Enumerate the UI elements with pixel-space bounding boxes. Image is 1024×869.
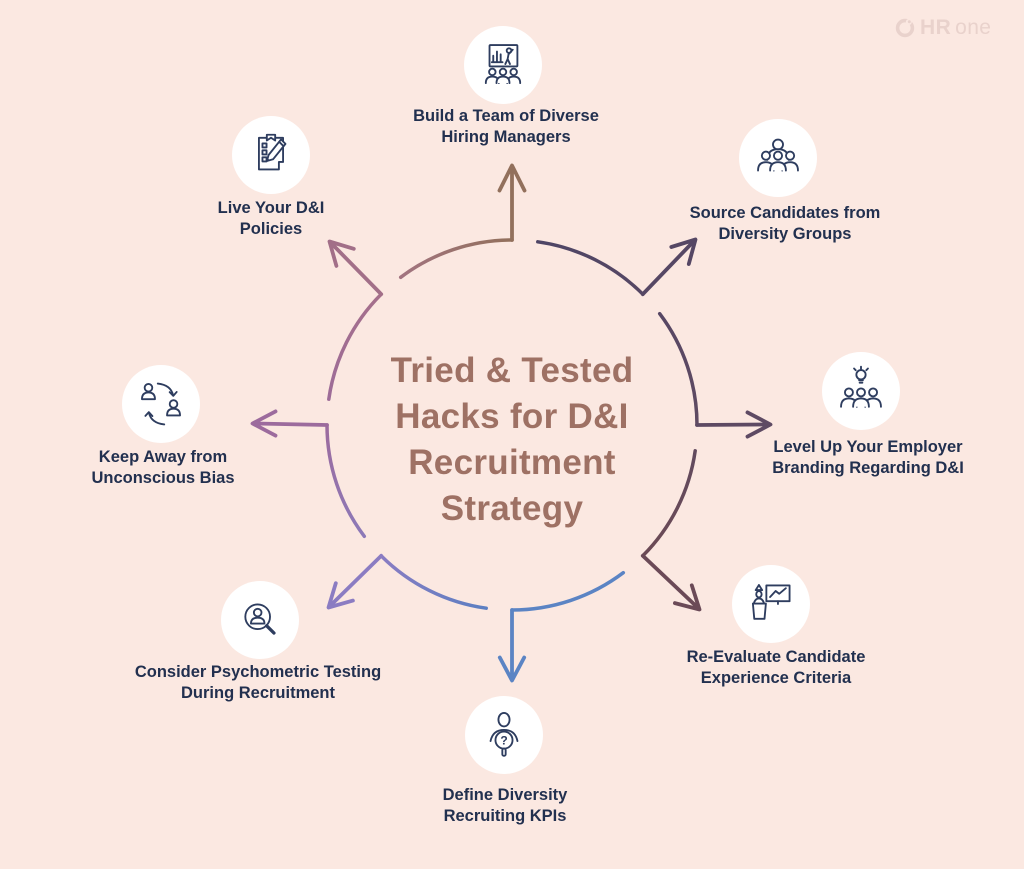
item-label: Consider Psychometric Testing During Rec… — [135, 662, 381, 704]
magnifier-person-icon — [244, 603, 276, 635]
item-label-line: Unconscious Bias — [91, 469, 235, 487]
item-label-line: Experience Criteria — [700, 669, 852, 687]
presentation-team-icon — [484, 44, 522, 85]
item-label-line: Build a Team of Diverse — [413, 107, 599, 125]
ring-arc-n-ne — [536, 240, 645, 296]
title-line: Strategy — [440, 489, 584, 528]
item-icon-bubble — [822, 352, 900, 430]
arrow-south — [497, 608, 527, 683]
item-icon-bubble: ? — [465, 696, 543, 774]
title-line: Recruitment — [408, 443, 616, 482]
item-icon-bubble — [232, 116, 310, 194]
ring-arc-e-se — [641, 449, 697, 558]
item-label-line: Branding Regarding D&I — [772, 459, 964, 477]
item-icon-bubble — [464, 26, 542, 104]
item-label-line: Level Up Your Employer — [773, 438, 963, 456]
item-label: Keep Away from Unconscious Bias — [91, 447, 234, 489]
arrow-northwest — [327, 239, 384, 297]
item-label-line: Consider Psychometric Testing — [134, 663, 382, 681]
people-group-icon — [757, 138, 799, 172]
item-label-line: Define Diversity — [442, 786, 568, 804]
item-label: Source Candidates from Diversity Groups — [690, 203, 881, 245]
hrone-logo-mark-icon — [895, 18, 915, 38]
item-label: Re-Evaluate Candidate Experience Criteri… — [687, 647, 866, 689]
ring-arc-sw-w — [325, 423, 367, 539]
arrow-northeast — [640, 237, 698, 297]
arrow-north — [497, 163, 527, 242]
logo-text-light: one — [955, 16, 992, 39]
arrow-southwest — [326, 553, 384, 610]
title-line: Hacks for D&I — [395, 397, 629, 436]
ring-arc-nw-n — [398, 238, 514, 280]
item-label-line: Policies — [239, 220, 303, 238]
item-label: Live Your D&I Policies — [218, 198, 325, 240]
logo-text-bold: HR — [920, 16, 952, 39]
item-icon-bubble — [122, 365, 200, 443]
item-icon-bubble — [221, 581, 299, 659]
question-mark-glyph: ? — [500, 733, 507, 747]
item-label-line: Recruiting KPIs — [443, 807, 567, 825]
ring-arc-s-sw — [379, 554, 488, 610]
item-label-line: Live Your D&I — [217, 199, 325, 217]
clipboard-pencil-icon — [258, 133, 287, 171]
ring-arc-ne-e — [657, 311, 699, 427]
swap-people-icon — [141, 382, 181, 426]
item-label-line: Hiring Managers — [441, 128, 571, 146]
item-icon-bubble — [732, 565, 810, 643]
presenter-board-icon — [751, 584, 791, 620]
ring-arc-se-s — [510, 570, 626, 612]
title-line: Tried & Tested — [390, 351, 634, 390]
lightbulb-people-icon — [840, 365, 882, 408]
person-question-icon: ? — [489, 711, 519, 757]
ring-arc-w-nw — [327, 292, 383, 401]
item-label-line: Source Candidates from — [689, 204, 881, 222]
item-label: Level Up Your Employer Branding Regardin… — [772, 437, 964, 479]
item-label-line: Keep Away from — [98, 448, 228, 466]
item-label-line: Diversity Groups — [718, 225, 852, 243]
arrow-east — [695, 410, 773, 439]
diagram-title: Tried & Tested Hacks for D&I Recruitment… — [391, 348, 634, 532]
item-label: Define Diversity Recruiting KPIs — [443, 785, 568, 827]
arrow-west — [250, 409, 329, 438]
item-label-line: Re-Evaluate Candidate — [686, 648, 866, 666]
item-label-line: During Recruitment — [180, 684, 335, 702]
arrow-southeast — [640, 553, 702, 612]
item-label: Build a Team of Diverse Hiring Managers — [413, 106, 599, 148]
item-icon-bubble — [739, 119, 817, 197]
